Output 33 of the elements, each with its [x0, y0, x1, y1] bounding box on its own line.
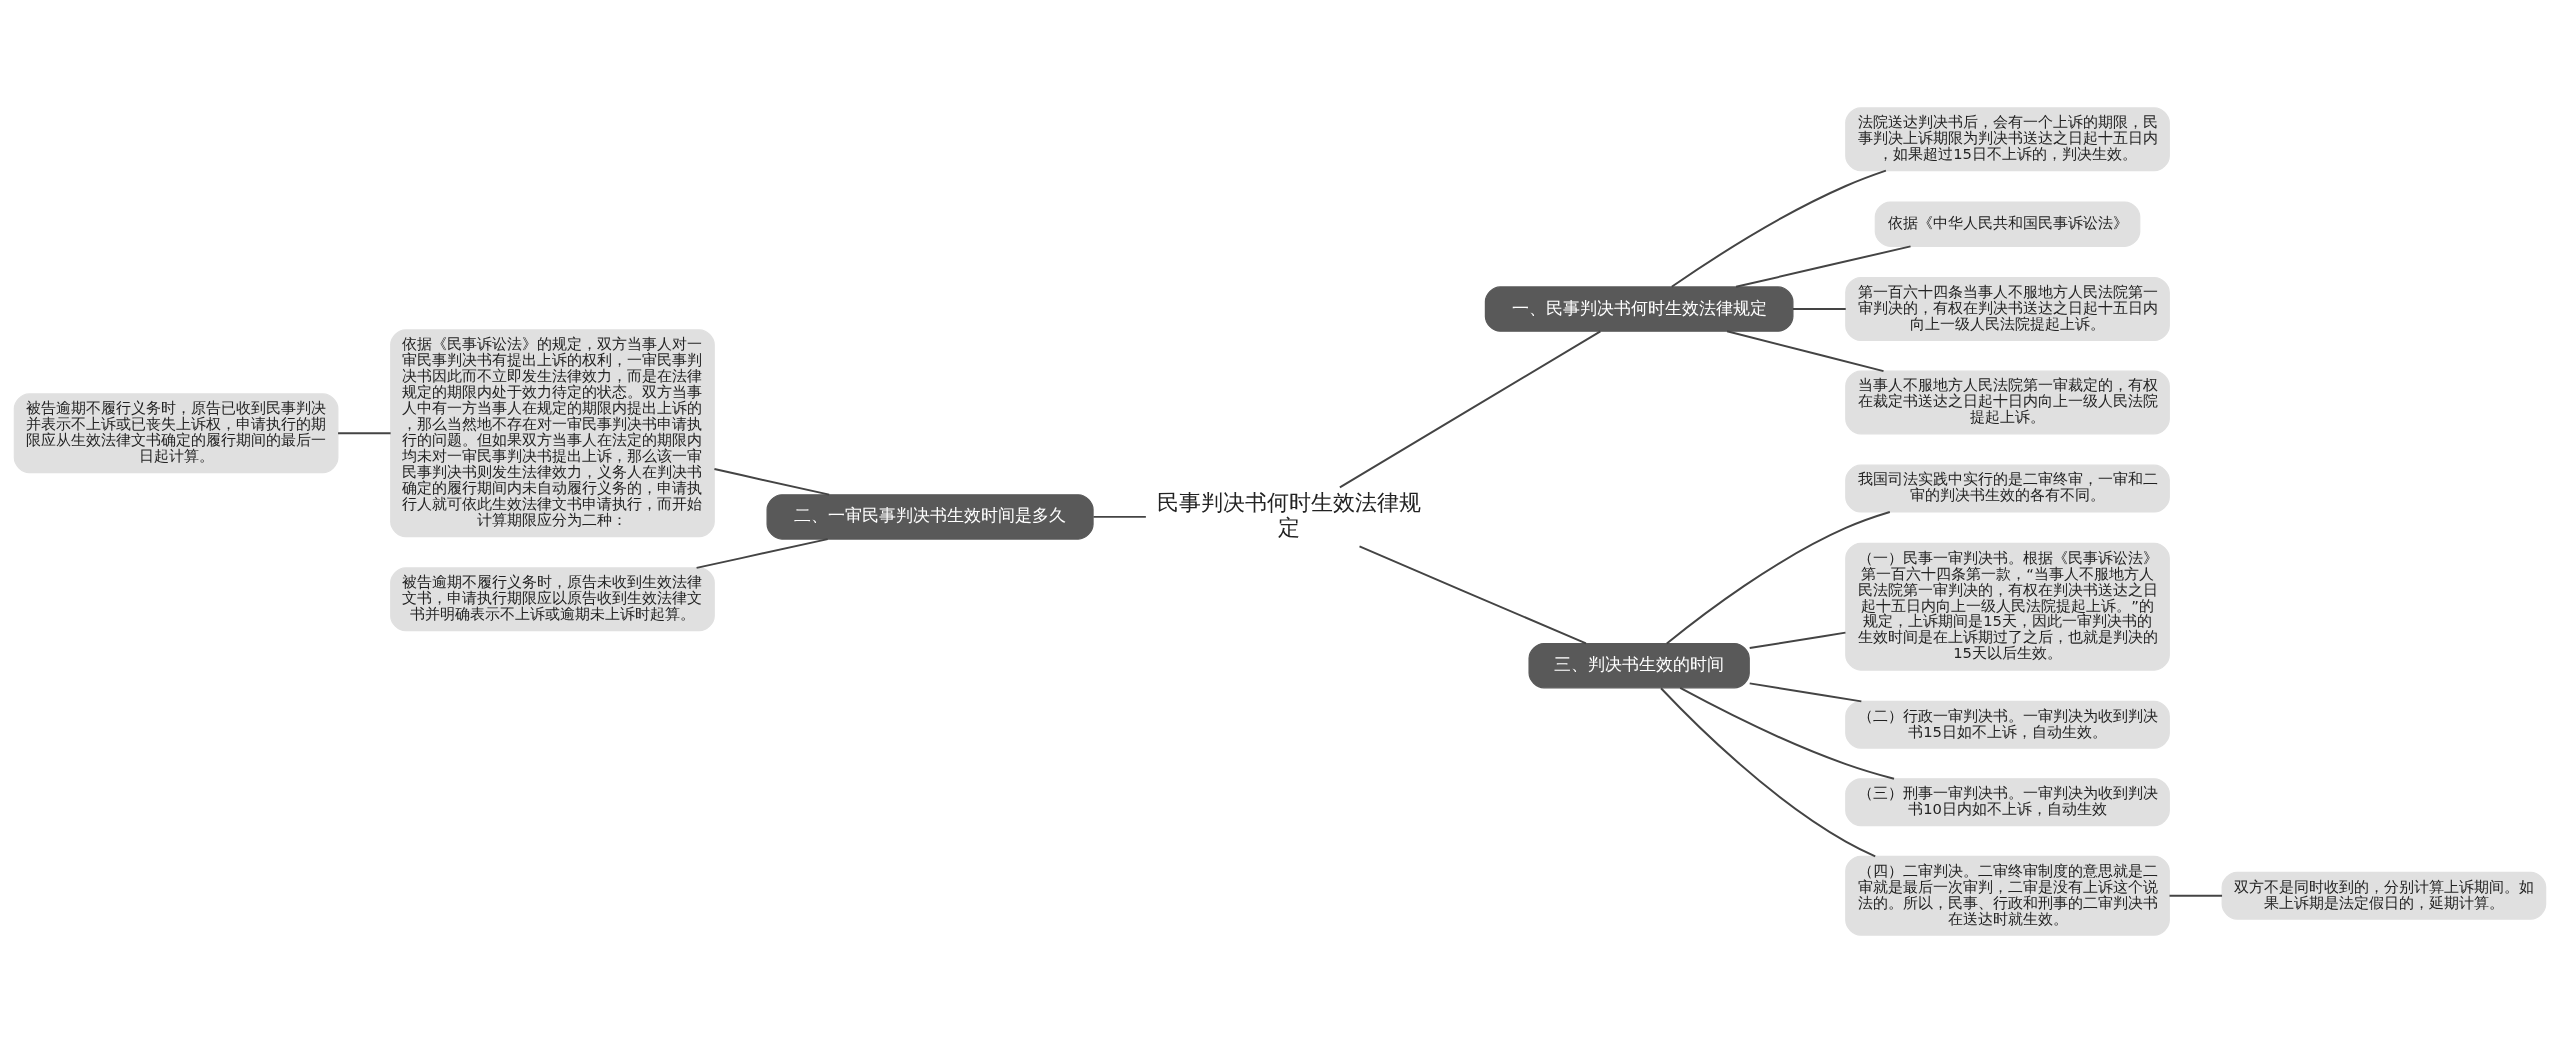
- node-box: 二、一审民事判决书生效时间是多久: [766, 493, 1094, 540]
- node-box: 依据《中华人民共和国民事诉讼法》: [1874, 200, 2141, 247]
- node-text: 民事判决书何时生效法律规定: [1157, 488, 1422, 540]
- connector: [695, 537, 829, 569]
- connector: [337, 431, 392, 434]
- connector: [1338, 329, 1602, 488]
- connector: [1679, 686, 1895, 780]
- node-box: 依据《民事诉讼法》的规定，双方当事人对一审民事判决书有提出上诉的权利，一审民事判决书因此而不立即发生法律效力，而是在法律规定的期限内处于效力待定的状态。双方当事人中有一方当事人在规定的期限内提出上诉的，那么当然地不存在对一审民事判决书申请执行的问题。但如果双方当事人在法定的期限内均未对一审民事判决书提出上诉，那么该一审民事判决书则发生法律效力，义务人在判决书确定的履行期间内未自动履行义务的，申请执行人就可依此生效法律文书申请执行，而开始计算期限应分为二种：: [390, 328, 715, 537]
- connector: [1358, 545, 1587, 644]
- connector: [713, 467, 831, 496]
- node-box: 双方不是同时收到的，分别计算上诉期间。如果上诉期是法定假日的，延期计算。: [2221, 871, 2547, 920]
- connector: [1791, 307, 1847, 310]
- node-box: （四）二审判决。二审终审制度的意思就是二审就是最后一次审判，二审是没有上诉这个说法的。所以，民事、行政和刑事的二审判决书在送达时就生效。: [1845, 855, 2170, 936]
- connector: [1748, 681, 1863, 702]
- node-box: （三）刑事一审判决书。一审判决为收到判决书10日内如不上诉，自动生效: [1845, 777, 2170, 826]
- node-box: 当事人不服地方人民法院第一审裁定的，有权在裁定书送达之日起十日内向上一级人民法院提起上诉。: [1845, 370, 2170, 434]
- node-box: （一）民事一审判决书。根据《民事诉讼法》第一百六十四条第一款，“当事人不服地方人民法院第一审判决的，有权在判决书送达之日起十五日内向上一级人民法院提起上诉。”的规定，上诉期间是15天，因此一审判决书的生效时间是在上诉期过了之后，也就是判决的15天以后生效。: [1845, 542, 2170, 671]
- connector: [1670, 169, 1887, 288]
- node-box: 被告逾期不履行义务时，原告未收到生效法律文书，申请执行期限应以原告收到生效法律文书并明确表示不上诉或逾期未上诉时起算。: [390, 566, 715, 631]
- connector: [1092, 515, 1147, 518]
- connector: [1660, 686, 1877, 857]
- node-box: 被告逾期不履行义务时，原告已收到民事判决并表示不上诉或已丧失上诉权，申请执行的期限应从生效法律文书确定的履行期间的最后一日起计算。: [13, 392, 339, 473]
- node-box: 法院送达判决书后，会有一个上诉的期限，民事判决上诉期限为判决书送达之日起十五日内，如果超过15日不上诉的，判决生效。: [1845, 106, 2170, 171]
- connector: [1665, 510, 1891, 644]
- node-box: 一、民事判决书何时生效法律规定: [1484, 285, 1794, 332]
- connector: [1748, 631, 1847, 649]
- node-box: 三、判决书生效的时间: [1528, 642, 1750, 688]
- connector: [2168, 894, 2224, 897]
- node-box: （二）行政一审判决书。一审判决为收到判决书15日如不上诉，自动生效。: [1845, 700, 2170, 749]
- connector: [1735, 244, 1912, 288]
- connector: [1726, 329, 1885, 372]
- node-box: 第一百六十四条当事人不服地方人民法院第一审判决的，有权在判决书送达之日起十五日内向上一级人民法院提起上诉。: [1845, 276, 2170, 341]
- node-box: 我国司法实践中实行的是二审终审，一审和二审的判决书生效的各有不同。: [1845, 464, 2170, 513]
